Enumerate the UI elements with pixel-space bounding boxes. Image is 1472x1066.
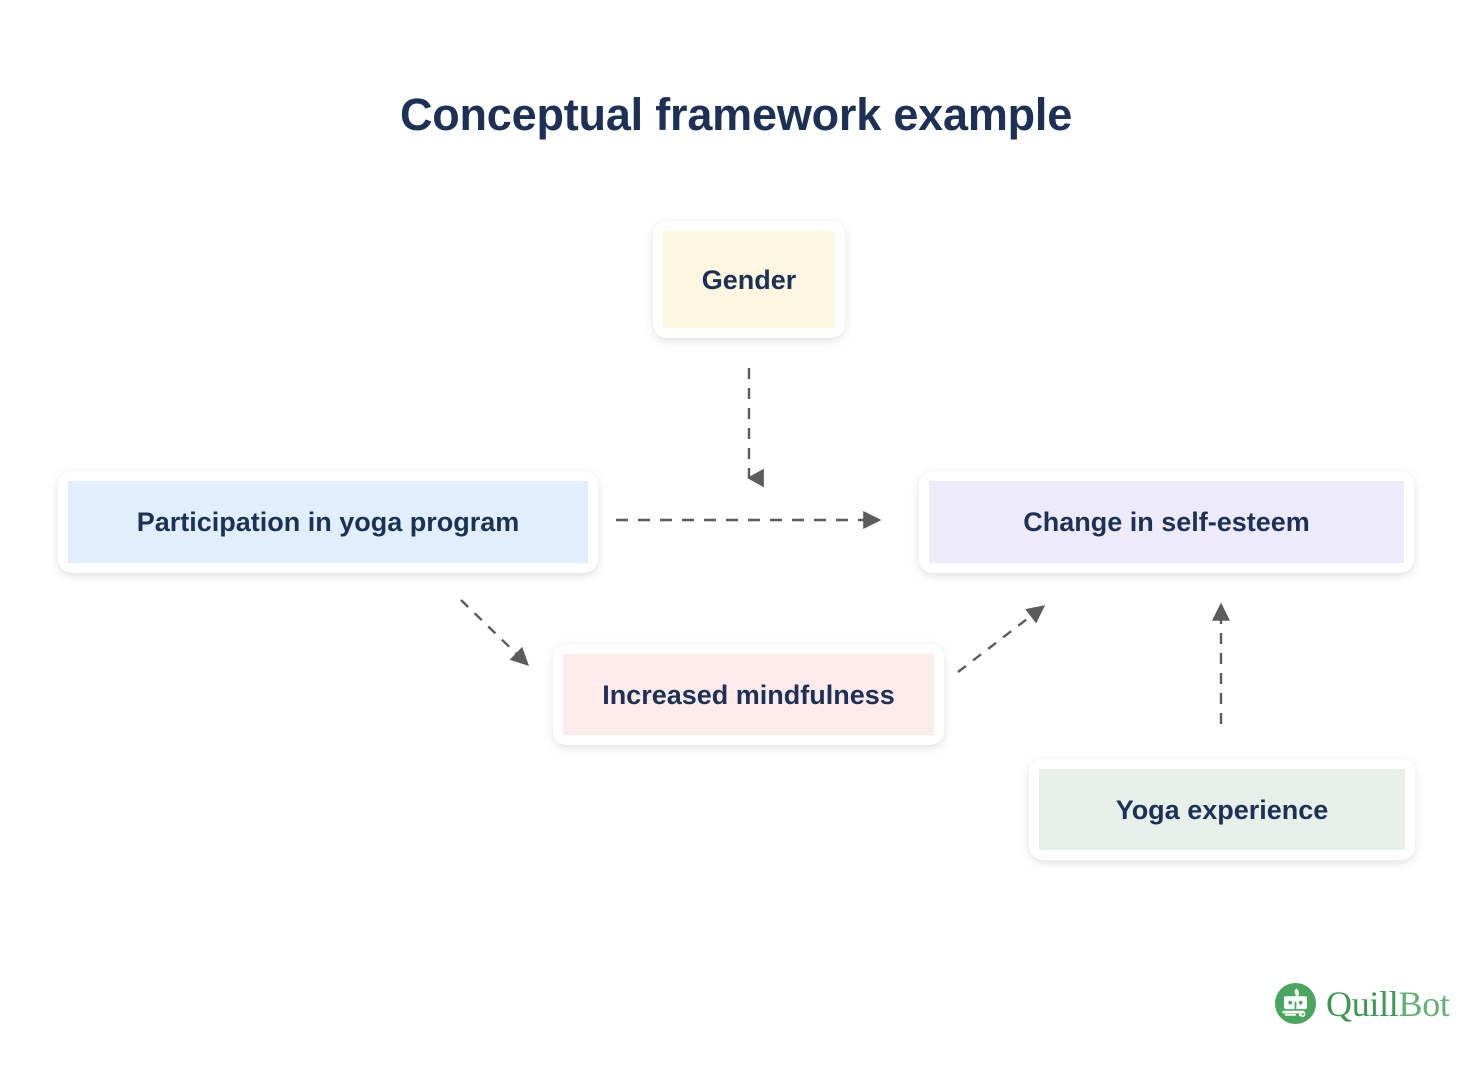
node-gender-fill: Gender [663,231,835,328]
node-participation-in-yoga-program[interactable]: Participation in yoga program [58,471,598,573]
quillbot-wordmark-primary: Quill [1326,983,1399,1024]
node-mindfulness-label: Increased mindfulness [602,679,895,710]
page-title: Conceptual framework example [399,89,1073,140]
node-self-esteem-fill: Change in self-esteem [929,481,1404,563]
node-self-esteem-label: Change in self-esteem [1023,507,1310,537]
quillbot-wordmark-secondary: Bot [1398,983,1450,1024]
edge-participation-to-mindfulness [460,599,530,667]
quillbot-wordmark: QuillBot [1326,986,1450,1022]
node-change-in-self-esteem[interactable]: Change in self-esteem [919,471,1414,573]
node-increased-mindfulness[interactable]: Increased mindfulness [553,644,944,745]
edge-mindfulness-to-self-esteem [957,605,1046,673]
node-yoga-exp-label: Yoga experience [1115,794,1329,825]
node-yoga-experience[interactable]: Yoga experience [1029,759,1415,860]
quillbot-robot-icon [1274,982,1317,1025]
node-yoga-exp-fill: Yoga experience [1039,769,1405,850]
node-gender[interactable]: Gender [653,221,845,338]
node-gender-label: Gender [701,264,797,295]
node-mindfulness-fill: Increased mindfulness [563,654,934,735]
node-participation-fill: Participation in yoga program [68,481,588,563]
node-participation-label: Participation in yoga program [136,507,520,537]
quillbot-logo: QuillBot [1274,982,1450,1025]
